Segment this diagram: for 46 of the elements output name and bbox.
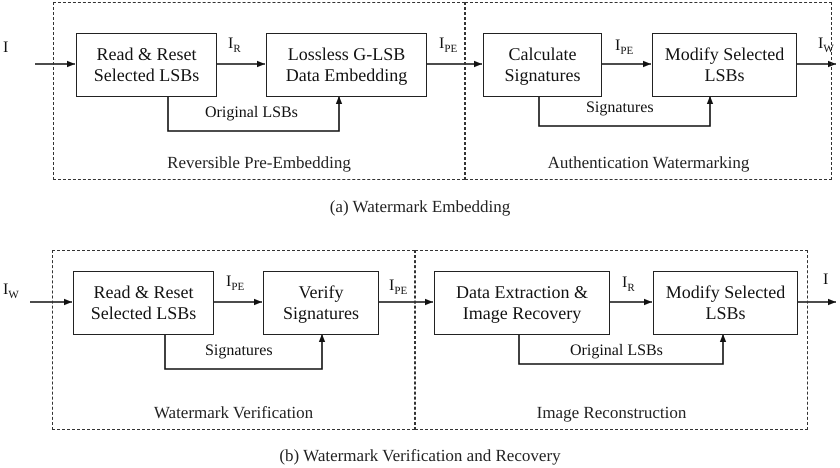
arrow [216, 60, 265, 68]
edge-label: I$_{W}$ [818, 36, 834, 56]
process-box: Calculate Signatures [483, 33, 602, 97]
edge-label: I$_{PE}$ [615, 38, 634, 58]
edge-label: I$_{R}$ [622, 275, 635, 294]
edge-label: Signatures [205, 343, 273, 359]
edge-label: I [3, 40, 8, 56]
process-box: Read & Reset Selected LSBs [73, 271, 214, 335]
arrow [30, 298, 72, 306]
edge-label: I$_{PE}$ [439, 36, 458, 56]
arrow [164, 334, 326, 370]
edge-label: I$_{R}$ [228, 36, 241, 56]
arrow [518, 334, 726, 365]
arrow [35, 60, 75, 68]
edge-label: I$_{PE}$ [389, 278, 408, 298]
process-box: Modify Selected LSBs [652, 33, 797, 97]
arrow [378, 298, 433, 306]
stage-group [415, 250, 808, 430]
edge-label: Signatures [586, 100, 654, 116]
process-box: Read & Reset Selected LSBs [76, 33, 217, 97]
stage-title: Reversible Pre-Embedding [166, 153, 352, 173]
stage-group [52, 250, 415, 430]
stage-title: Authentication Watermarking [546, 153, 750, 173]
arrow [601, 60, 651, 68]
stage-title: Watermark Verification [152, 403, 314, 423]
arrow [426, 60, 482, 68]
figure-caption: (b) Watermark Verification and Recovery [279, 446, 561, 466]
edge-label: I$_{PE}$ [226, 274, 244, 294]
edge-label: Original LSBs [205, 105, 298, 121]
arrow [797, 298, 836, 306]
edge-label: I$_{W}$ [3, 282, 19, 302]
edge-label: Original LSBs [570, 343, 663, 359]
arrow [538, 96, 714, 127]
stage-title: Image Reconstruction [536, 403, 688, 423]
arrow [796, 60, 836, 68]
edge-label: I [823, 272, 828, 288]
arrow [213, 298, 262, 306]
stage-group [53, 2, 465, 180]
process-box: Data Extraction & Image Recovery [434, 271, 610, 335]
figure-caption: (a) Watermark Embedding [330, 197, 510, 217]
arrow [167, 96, 342, 132]
process-box: Modify Selected LSBs [653, 271, 798, 335]
process-box: Lossless G-LSB Data Embedding [266, 33, 427, 97]
arrow [609, 298, 652, 306]
process-box: Verify Signatures [263, 271, 379, 335]
stage-group [465, 2, 832, 180]
